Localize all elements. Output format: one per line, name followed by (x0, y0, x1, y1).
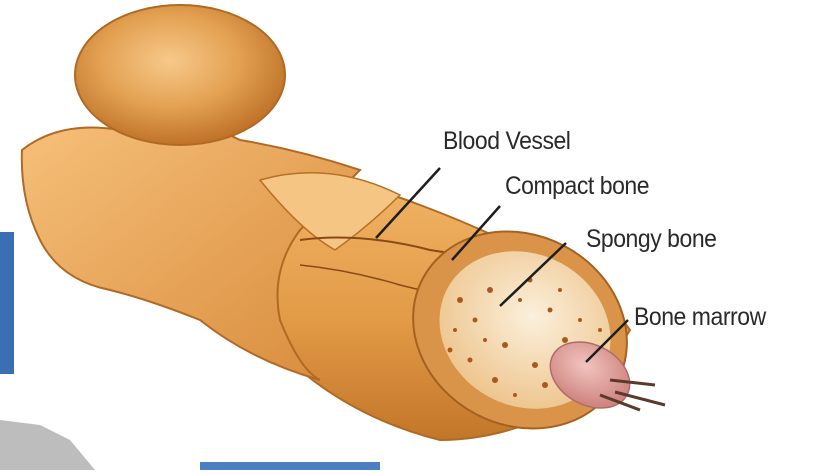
bone-head (75, 5, 285, 145)
label-spongy-bone: Spongy bone (586, 225, 717, 254)
edge-artifact-corner (0, 420, 95, 470)
label-compact-bone: Compact bone (505, 172, 649, 201)
edge-artifact-bottom (200, 462, 380, 470)
label-bone-marrow: Bone marrow (634, 303, 766, 332)
edge-artifact-left (0, 232, 14, 374)
label-blood-vessel: Blood Vessel (443, 127, 570, 156)
